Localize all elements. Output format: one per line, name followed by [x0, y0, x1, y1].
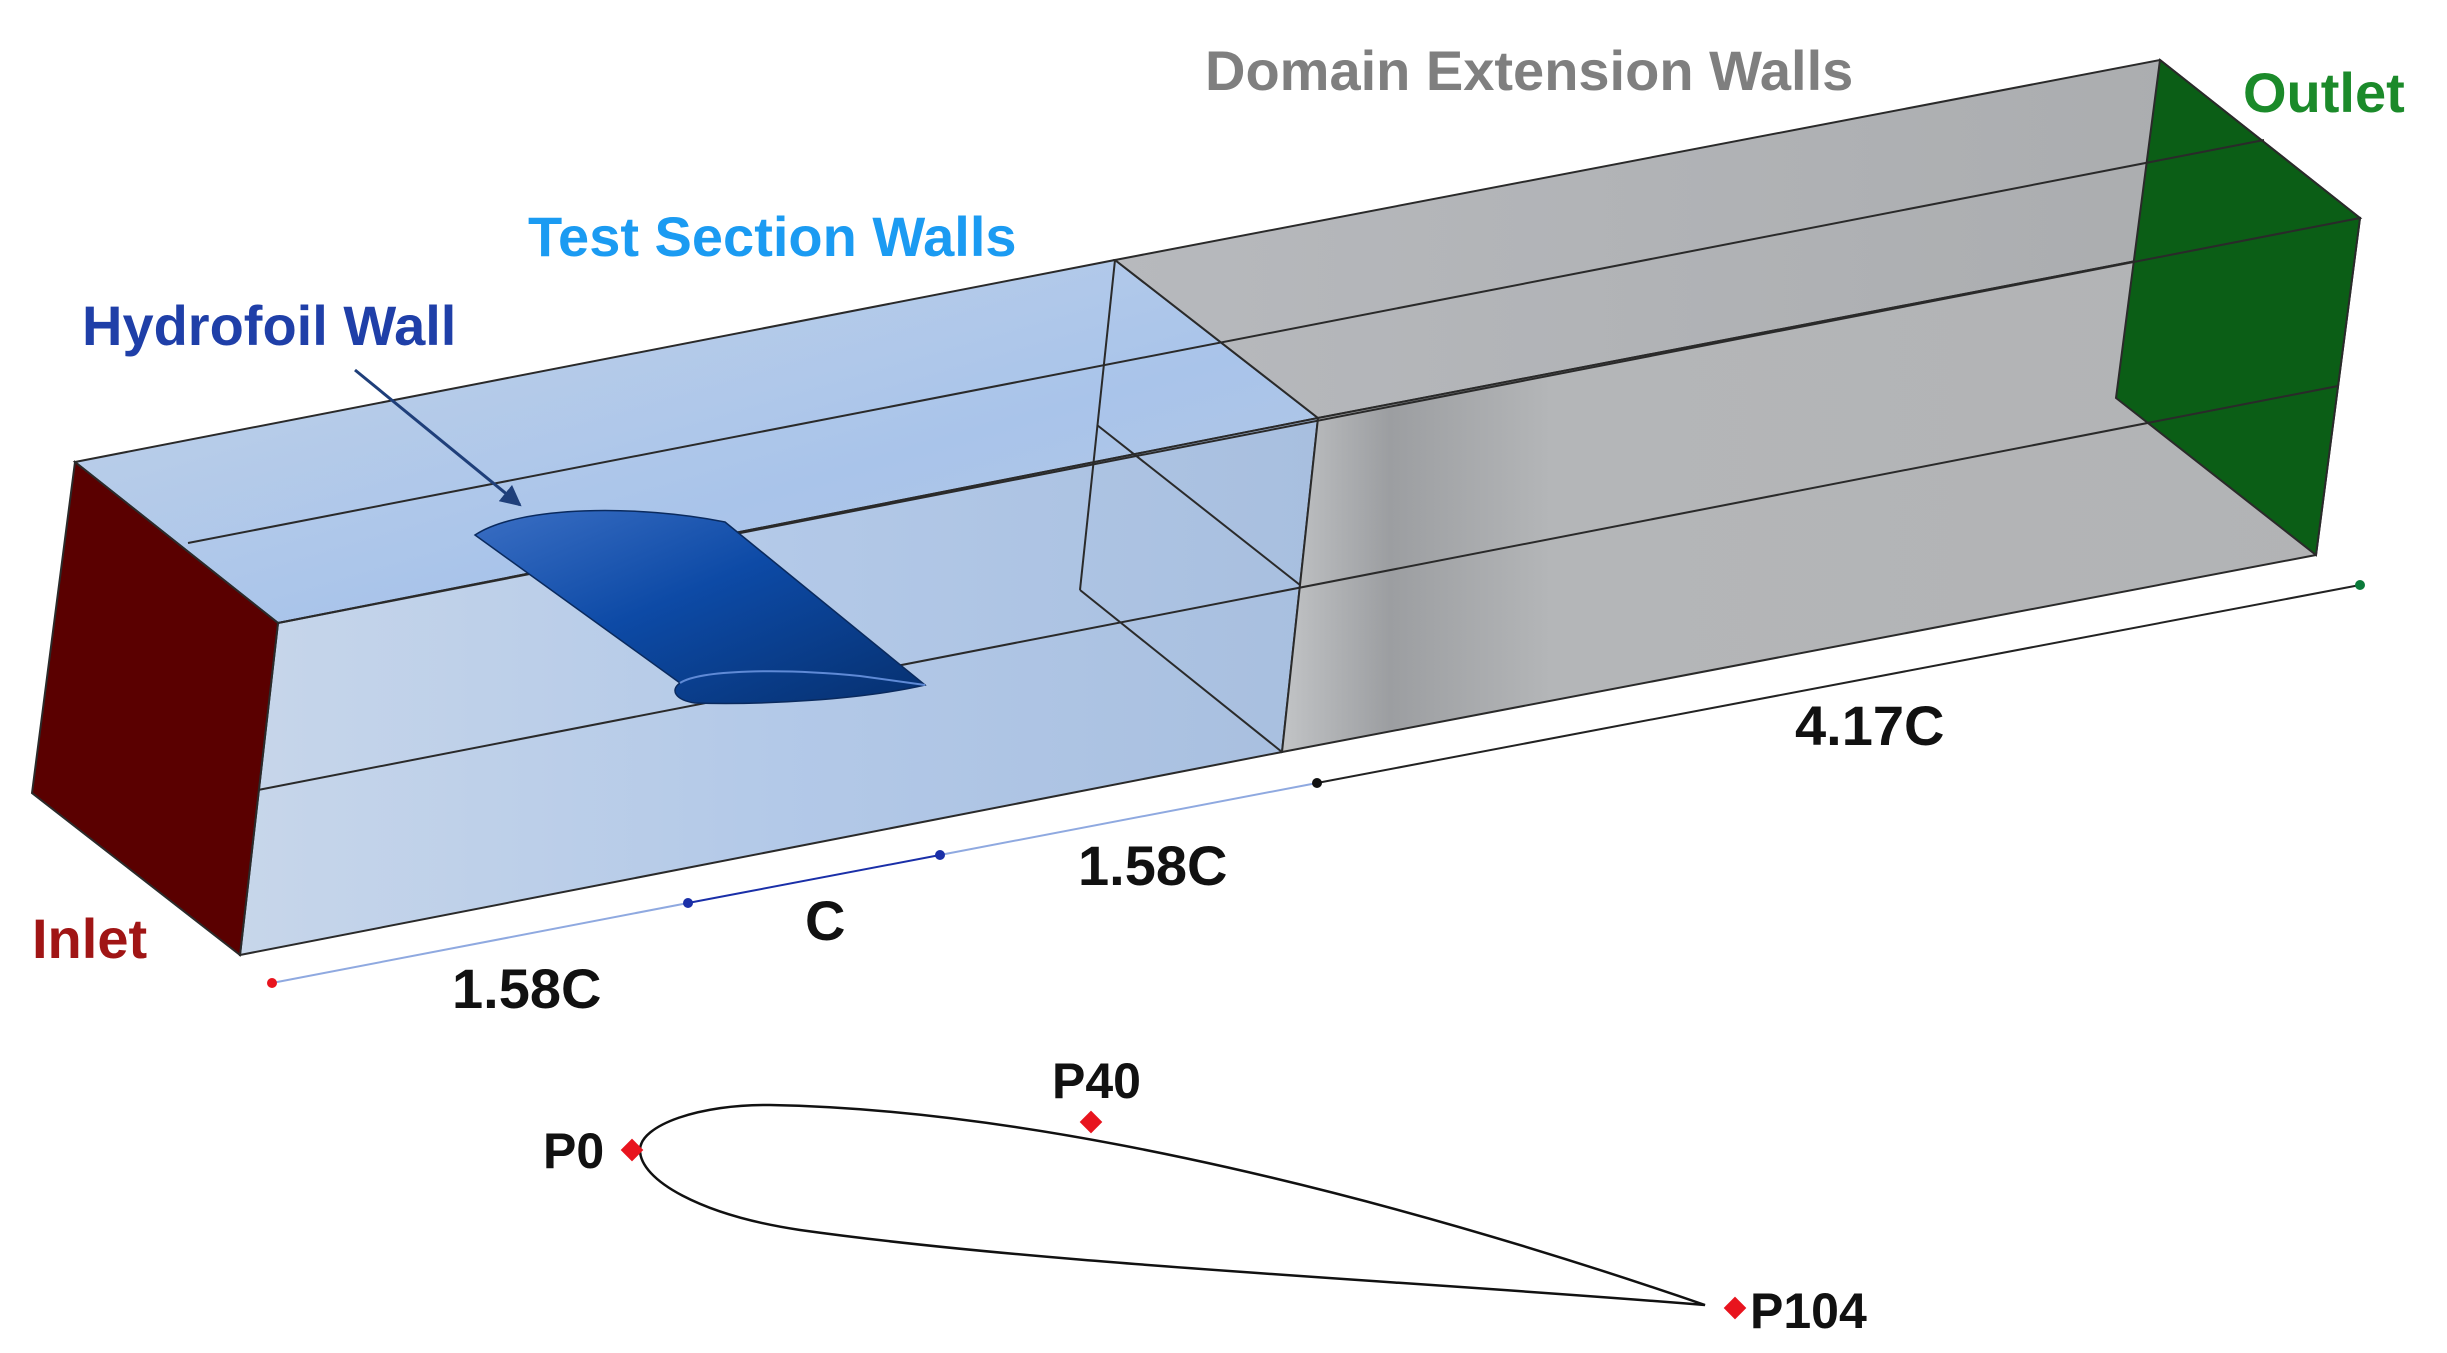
dim-point-inlet: [267, 978, 277, 988]
dim-downstream-label: 1.58C: [1078, 834, 1227, 897]
label-hydrofoil-wall: Hydrofoil Wall: [82, 294, 456, 357]
dim-extension-label: 4.17C: [1795, 694, 1944, 757]
inlet-face: [30, 460, 280, 957]
dimension-lines: [271, 584, 2361, 984]
label-outlet: Outlet: [2243, 61, 2405, 124]
outlet-face: [2114, 58, 2362, 557]
hydrofoil-tip-edge: [679, 670, 926, 686]
airfoil-profile: [638, 1103, 1706, 1307]
dim-point-chord-start: [683, 898, 693, 908]
dim-point-chord-end: [935, 850, 945, 860]
hydrofoil-wall-shape: [473, 509, 927, 705]
point-label-p104: P104: [1750, 1283, 1867, 1339]
dim-upstream-label: 1.58C: [452, 957, 601, 1020]
dim-chord-label: C: [805, 889, 845, 952]
label-test-section-walls: Test Section Walls: [528, 205, 1017, 268]
dim-point-test-end: [1312, 778, 1322, 788]
label-domain-extension-walls: Domain Extension Walls: [1205, 39, 1853, 102]
label-inlet: Inlet: [32, 907, 147, 970]
profile-point-markers: [620, 1110, 1747, 1320]
point-label-p0: P0: [543, 1123, 604, 1179]
dim-point-outlet: [2355, 580, 2365, 590]
hydrofoil-arrow: [354, 368, 522, 507]
point-label-p40: P40: [1052, 1053, 1141, 1109]
